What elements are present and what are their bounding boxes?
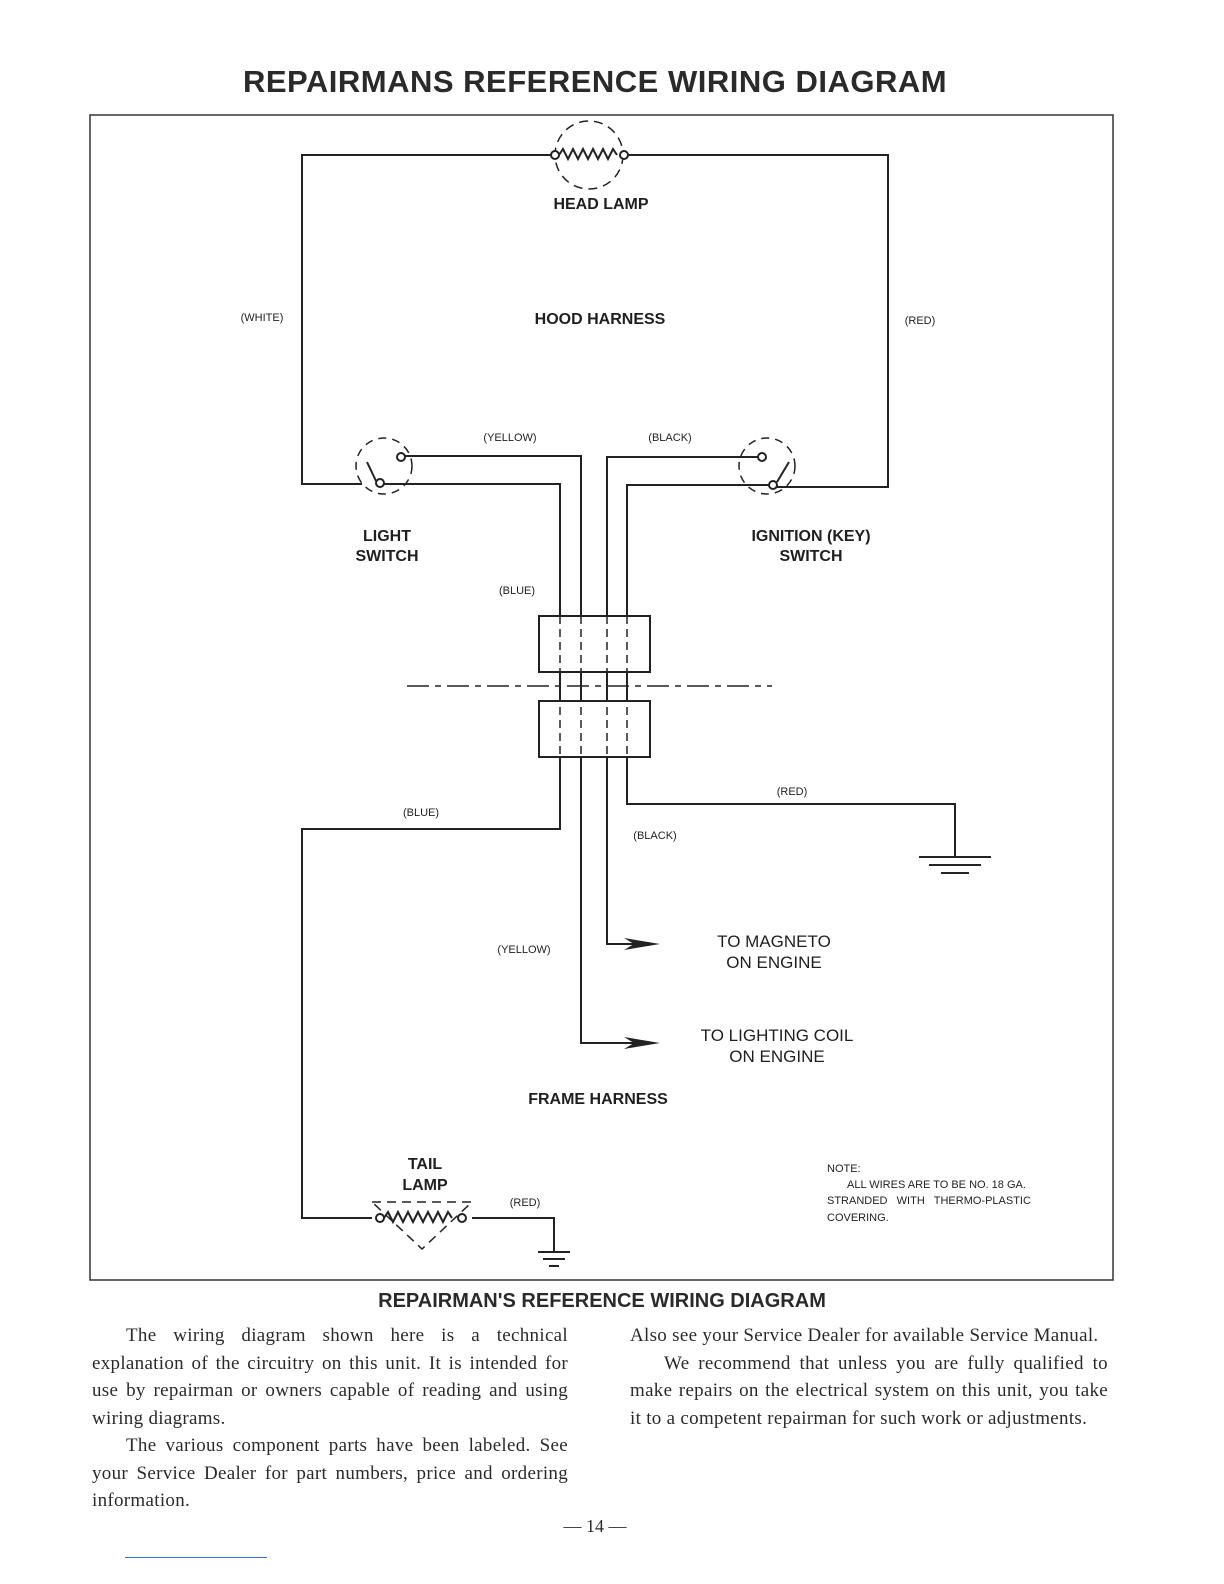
ground-icon <box>919 856 991 874</box>
wire-label-red-ground: (RED) <box>777 786 808 798</box>
magneto-label-2: ON ENGINE <box>726 953 821 972</box>
ignition-switch-label-1: IGNITION (KEY) <box>751 528 870 545</box>
tail-ground-icon <box>472 1217 570 1267</box>
arrow-icon <box>624 938 660 950</box>
magneto-label-1: TO MAGNETO <box>717 932 831 951</box>
tail-lamp-icon <box>370 1201 474 1251</box>
head-lamp-icon <box>550 120 629 190</box>
wire-label-black-lower: (BLACK) <box>633 830 676 842</box>
note-line-1: ALL WIRES ARE TO BE NO. 18 GA. <box>847 1179 1026 1191</box>
wire-label-yellow-top: (YELLOW) <box>483 432 536 444</box>
frame-harness-label: FRAME HARNESS <box>528 1091 668 1108</box>
wire-label-black-top: (BLACK) <box>648 432 691 444</box>
blue-wire <box>301 483 561 1219</box>
diagram-border <box>89 114 1114 1281</box>
footer-rule <box>125 1557 267 1558</box>
body-column-right: Also see your Service Dealer for availab… <box>630 1322 1108 1432</box>
wire-label-yellow-lower: (YELLOW) <box>497 944 550 956</box>
red-wire-top <box>628 154 889 488</box>
connector-top <box>538 615 651 673</box>
page-number: — 14 — <box>563 1516 627 1536</box>
white-wire <box>301 154 551 485</box>
lighting-coil-label-1: TO LIGHTING COIL <box>701 1026 854 1045</box>
light-switch-label-2: SWITCH <box>355 548 418 565</box>
hood-harness-label: HOOD HARNESS <box>535 311 666 328</box>
ignition-switch-label-2: SWITCH <box>779 548 842 565</box>
wire-label-white: (WHITE) <box>241 312 284 324</box>
wire-label-red-tail: (RED) <box>510 1197 541 1209</box>
lighting-coil-label-2: ON ENGINE <box>729 1047 824 1066</box>
note-heading: NOTE: <box>827 1163 861 1175</box>
tail-lamp-label-2: LAMP <box>402 1177 448 1194</box>
note-line-3: COVERING. <box>827 1212 889 1224</box>
wiring-diagram: HEAD LAMP HOOD HARNESS (WHITE) (RED) (YE… <box>89 114 1114 1281</box>
body-column-left: The wiring diagram shown here is a techn… <box>92 1322 568 1515</box>
arrow-icon-coil <box>624 1037 660 1049</box>
body-paragraph: The wiring diagram shown here is a techn… <box>92 1325 568 1429</box>
wire-label-blue-top: (BLUE) <box>499 585 535 597</box>
light-switch-icon <box>355 437 413 495</box>
wire-label-blue-lower: (BLUE) <box>403 807 439 819</box>
head-lamp-label: HEAD LAMP <box>553 196 648 213</box>
body-paragraph: Also see your Service Dealer for availab… <box>630 1325 1099 1346</box>
page-title: REPAIRMANS REFERENCE WIRING DIAGRAM <box>242 64 948 99</box>
body-paragraph: We recommend that unless you are fully q… <box>630 1352 1108 1429</box>
red-wire-ground <box>626 484 956 856</box>
tail-lamp-label-1: TAIL <box>408 1156 443 1173</box>
note-line-2: STRANDED WITH THERMO-PLASTIC <box>827 1195 1031 1207</box>
wire-label-red-top: (RED) <box>905 315 936 327</box>
body-paragraph: The various component parts have been la… <box>92 1435 568 1511</box>
light-switch-label-1: LIGHT <box>363 528 411 545</box>
diagram-caption: REPAIRMAN'S REFERENCE WIRING DIAGRAM <box>378 1290 826 1312</box>
connector-bottom <box>538 700 651 758</box>
